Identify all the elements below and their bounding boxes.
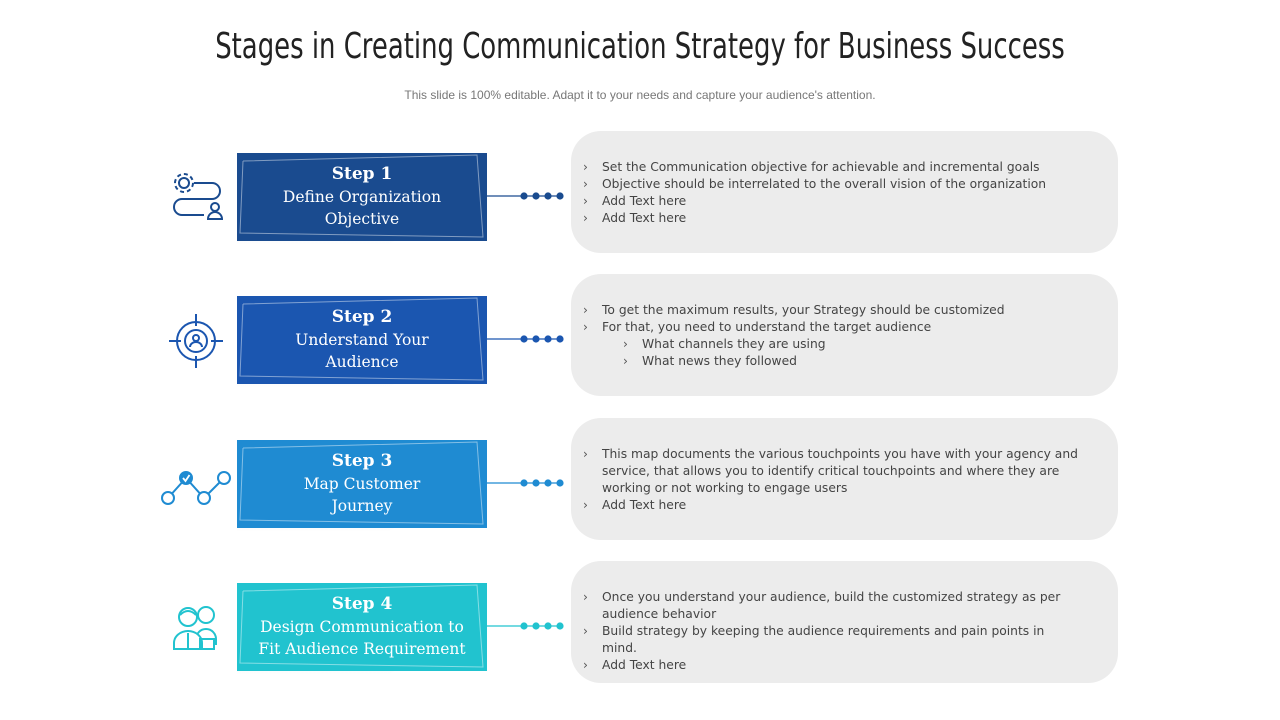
bullet-item: ›To get the maximum results, your Strate… [583, 303, 1005, 317]
bullet-list: ›Once you understand your audience, buil… [583, 589, 1083, 674]
step-title-line1: Design Communication to [260, 618, 464, 636]
step-row-4: Step 4 Design Communication to Fit Audie… [0, 561, 1280, 686]
bullet-continuation: audience behavior [602, 607, 717, 621]
sub-bullet-item: ›What channels they are using [623, 337, 826, 351]
chevron-right-icon: › [623, 337, 628, 351]
step-detail-card-2: ›To get the maximum results, your Strate… [571, 274, 1118, 396]
step-title-line1: Map Customer [303, 475, 421, 493]
chevron-right-icon: › [583, 658, 588, 672]
step-box-3[interactable]: Step 3 Map Customer Journey [237, 440, 487, 528]
step-title-line2: Objective [324, 210, 400, 228]
chevron-right-icon: › [583, 590, 588, 604]
bullet-item: ›For that, you need to understand the ta… [583, 320, 932, 334]
step-box-2[interactable]: Step 2 Understand Your Audience [237, 296, 487, 384]
step-label: Step 4 [331, 594, 393, 614]
step-label: Step 2 [331, 307, 393, 327]
chevron-right-icon: › [583, 320, 588, 334]
dot-connector [487, 192, 564, 200]
step-box-frame [239, 154, 484, 238]
gear-user-path-icon [173, 173, 224, 220]
step-row-3: Step 3 Map Customer Journey ›This map do… [0, 418, 1280, 543]
bullet-item: ›This map documents the various touchpoi… [583, 447, 1078, 461]
journey-map-icon [161, 471, 231, 505]
slide-subtitle: This slide is 100% editable. Adapt it to… [404, 88, 876, 102]
bullet-continuation: working or not working to engage users [602, 481, 848, 495]
slide-title: Stages in Creating Communication Strateg… [215, 26, 1065, 67]
chevron-right-icon: › [583, 447, 588, 461]
chevron-right-icon: › [583, 177, 588, 191]
bullet-list: ›This map documents the various touchpoi… [583, 446, 1083, 514]
step-detail-card-3: ›This map documents the various touchpoi… [571, 418, 1118, 540]
step-box-frame [239, 441, 484, 525]
step-title-line1: Define Organization [282, 188, 442, 206]
bullet-item: ›Add Text here [583, 194, 687, 208]
chevron-right-icon: › [583, 624, 588, 638]
bullet-list: ›Set the Communication objective for ach… [583, 159, 1083, 227]
step-detail-card-1: ›Set the Communication objective for ach… [571, 131, 1118, 253]
step-row-1: Step 1 Define Organization Objective ›Se… [0, 131, 1280, 256]
bullet-item: ›Build strategy by keeping the audience … [583, 624, 1045, 655]
step-label: Step 3 [331, 451, 393, 471]
sub-bullet-item: ›What news they followed [623, 354, 797, 368]
chevron-right-icon: › [583, 194, 588, 208]
dot-connector [487, 479, 564, 487]
chevron-right-icon: › [623, 354, 628, 368]
audience-group-icon [173, 606, 217, 650]
bullet-item: ›Objective should be interrelated to the… [583, 177, 1047, 191]
step-title-line2: Journey [331, 497, 393, 515]
bullet-item: ›Add Text here [583, 498, 687, 512]
step-label: Step 1 [331, 164, 393, 184]
chevron-right-icon: › [583, 498, 588, 512]
bullet-item: ›Once you understand your audience, buil… [583, 590, 1061, 604]
bullet-item: ›Set the Communication objective for ach… [583, 160, 1040, 174]
step-row-2: Step 2 Understand Your Audience ›To get … [0, 274, 1280, 399]
bullet-item: ›Add Text here [583, 211, 687, 225]
step-box-4[interactable]: Step 4 Design Communication to Fit Audie… [237, 583, 487, 671]
chevron-right-icon: › [583, 211, 588, 225]
chevron-right-icon: › [583, 303, 588, 317]
dot-connector [487, 335, 564, 343]
bullet-list: ›To get the maximum results, your Strate… [583, 302, 1083, 370]
step-title-line2: Audience [325, 353, 399, 371]
target-user-icon [169, 314, 223, 368]
step-detail-card-4: ›Once you understand your audience, buil… [571, 561, 1118, 683]
dot-connector [487, 622, 564, 630]
step-title-line2: Fit Audience Requirement [258, 640, 466, 658]
chevron-right-icon: › [583, 160, 588, 174]
bullet-continuation: service, that allows you to identify cri… [602, 464, 1060, 478]
step-title-line1: Understand Your [295, 331, 429, 349]
step-box-1[interactable]: Step 1 Define Organization Objective [237, 153, 487, 241]
step-box-frame [239, 297, 484, 381]
bullet-item: ›Add Text here [583, 658, 687, 672]
step-box-frame [239, 584, 484, 668]
